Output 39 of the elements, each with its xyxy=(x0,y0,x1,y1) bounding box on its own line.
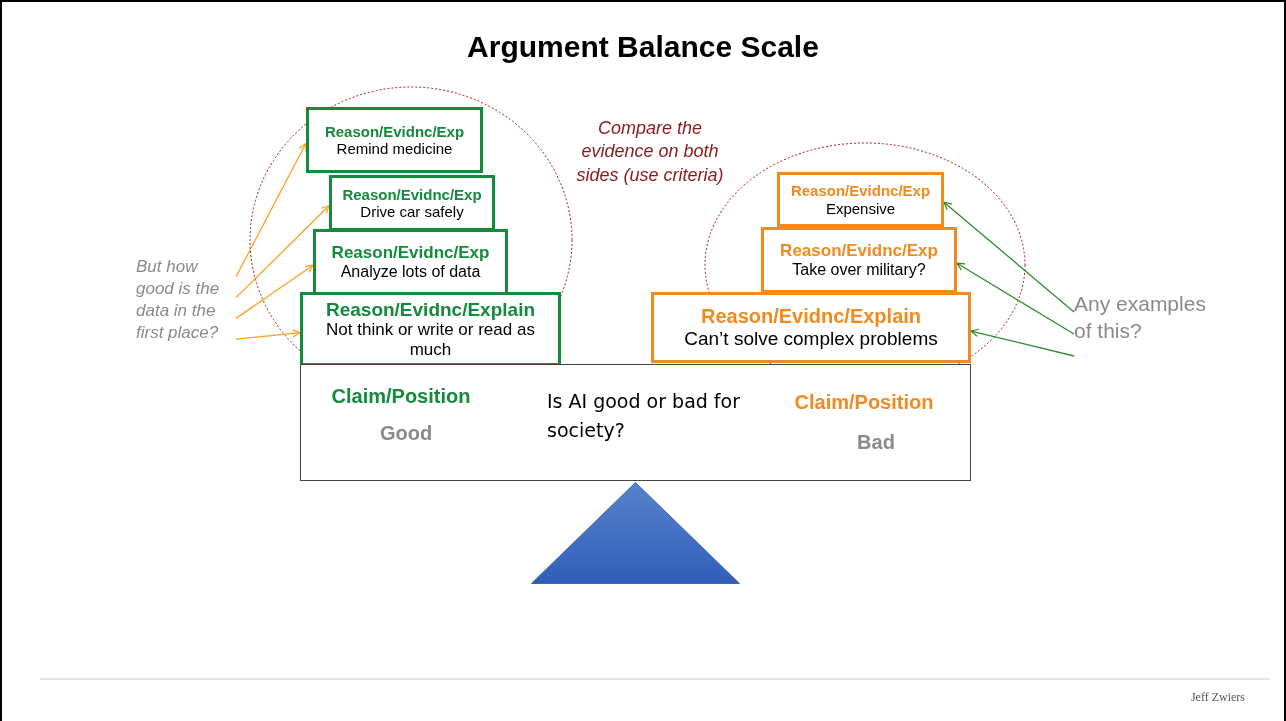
box-heading: Reason/Evidnc/Exp xyxy=(790,182,931,200)
arrow xyxy=(235,264,314,320)
scale-beam xyxy=(300,364,971,481)
author-name: Jeff Zwiers xyxy=(1189,690,1245,705)
arrow xyxy=(956,262,1075,335)
evidence-box xyxy=(313,229,508,295)
box-text: Remind medicine xyxy=(336,140,453,158)
arrow xyxy=(970,328,1075,357)
evidence-box xyxy=(329,175,495,231)
evidence-box xyxy=(306,107,483,173)
box-heading: Reason/Evidnc/Explain xyxy=(325,298,536,321)
box-heading: Reason/Evidnc/Explain xyxy=(700,305,922,329)
box-heading: Reason/Evidnc/Exp xyxy=(331,243,490,263)
evidence-box xyxy=(777,172,944,227)
claim-text: Bad xyxy=(856,431,896,454)
box-text: Take over military? xyxy=(792,260,926,279)
instruction-note: Compare the evidence on both sides (use criteria) xyxy=(575,117,725,187)
arrow xyxy=(943,201,1075,313)
box-heading: Reason/Evidnc/Exp xyxy=(780,241,938,261)
arrow xyxy=(235,205,330,299)
box-heading: Reason/Evidnc/Exp xyxy=(342,185,482,203)
claim-heading: Claim/Position xyxy=(793,391,935,414)
box-text: Not think or write or read as much xyxy=(325,320,536,360)
evidence-box xyxy=(651,292,971,363)
question-text: Is AI good or bad for society? xyxy=(547,389,741,443)
box-text: Can’t solve complex problems xyxy=(684,328,938,350)
box-text: Analyze lots of data xyxy=(340,262,481,281)
note-text: But how good is the data in the first place? xyxy=(136,256,236,360)
arrow xyxy=(235,142,307,278)
box-text: Expensive xyxy=(825,199,896,217)
box-heading: Reason/Evidnc/Exp xyxy=(324,122,465,140)
note-text: Any examples of this? xyxy=(1074,290,1209,378)
box-text: Drive car safely xyxy=(360,203,464,221)
evidence-box xyxy=(300,292,561,366)
claim-heading: Claim/Position xyxy=(330,385,472,408)
claim-text: Good xyxy=(378,422,434,445)
title: Argument Balance Scale xyxy=(466,30,820,65)
arrow xyxy=(235,329,301,340)
evidence-box xyxy=(761,227,957,293)
